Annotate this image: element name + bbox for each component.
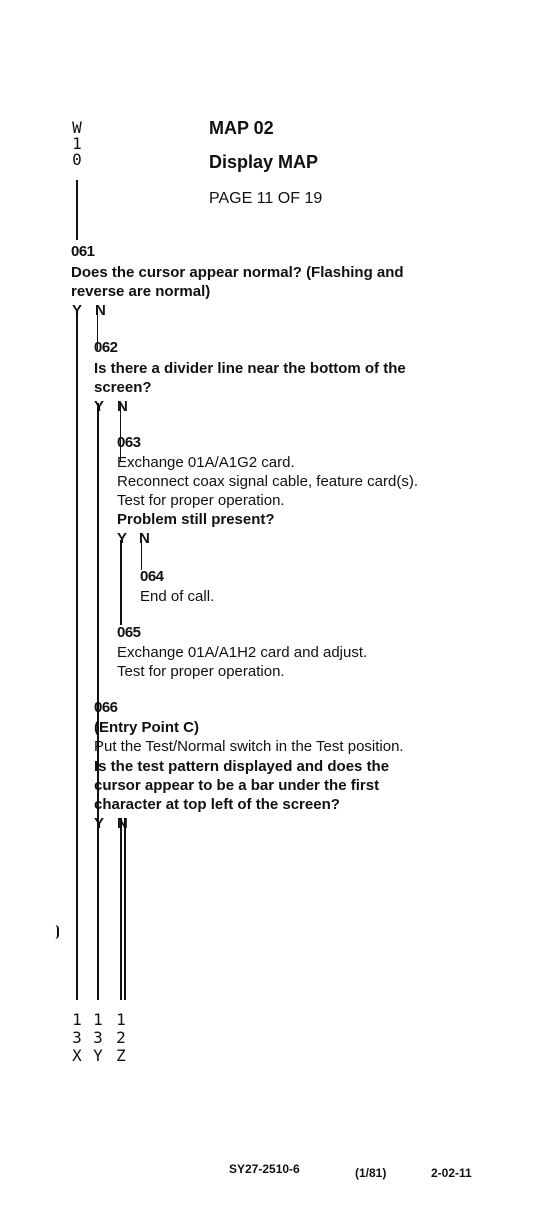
step-number: 063 [117,434,141,451]
exit-connector-char: X [72,1046,82,1065]
exit-connector-char: Z [116,1046,126,1065]
exit-connector-char: 1 [72,1010,82,1029]
flow-line-063-yes [120,540,122,625]
exit-connector-char: 1 [93,1010,103,1029]
step-question: reverse are normal) [71,283,211,300]
page-number: 2-02-11 [431,1166,472,1180]
exit-connector-char: 1 [116,1010,126,1029]
step-question: Is the test pattern displayed and does t… [94,758,390,775]
step-question: Is there a divider line near the bottom … [94,360,406,377]
flow-line-entry [76,180,78,240]
step-number: 065 [117,624,141,641]
flow-line-061-yes [76,310,78,1000]
exit-connector-char: Y [93,1046,103,1065]
step-question: character at top left of the screen? [94,796,340,813]
step-action: End of call. [140,588,215,605]
no-label: N [95,302,106,319]
step-action: Exchange 01A/A1G2 card. [117,454,295,471]
margin-mark [55,925,59,939]
step-question: screen? [94,379,152,396]
entry-connector-char: 1 [72,134,82,153]
page-label: PAGE 11 OF 19 [209,190,323,207]
no-label: N [117,398,128,415]
entry-connector-char: 0 [72,150,82,169]
no-label: N [139,530,150,547]
yes-label: Y [117,530,128,547]
step-action: Reconnect coax signal cable, feature car… [117,473,418,490]
flow-line-063-no [141,540,142,570]
step-action: Test for proper operation. [117,663,285,680]
exit-connector-char: 3 [93,1028,103,1047]
step-action: Put the Test/Normal switch in the Test p… [94,738,404,755]
doc-number: SY27-2510-6 [229,1162,300,1176]
flow-line-066-no [124,818,126,1000]
yes-label: Y [94,815,105,832]
step-action: Test for proper operation. [117,492,285,509]
flow-line-061-no [97,310,98,350]
exit-connector-char: 3 [72,1028,82,1047]
exit-connector-char: 2 [116,1028,126,1047]
no-label: N [117,815,128,832]
flow-line-062-no [120,403,121,461]
step-number: 064 [140,568,164,585]
map-title: MAP 02 [209,118,274,138]
step-number: 062 [94,339,118,356]
map-name: Display MAP [209,152,319,172]
entry-connector-char: W [72,118,82,137]
yes-label: Y [94,398,105,415]
flow-line-066-yes [120,818,122,1000]
step-action: Exchange 01A/A1H2 card and adjust. [117,644,368,661]
step-question: Problem still present? [117,511,275,528]
step-question: cursor appear to be a bar under the firs… [94,777,380,794]
doc-date: (1/81) [355,1166,387,1180]
step-question: Does the cursor appear normal? (Flashing… [71,264,404,281]
yes-label: Y [72,302,83,319]
step-number: 066 [94,699,118,716]
step-number: 061 [71,243,95,260]
flow-line-062-yes [97,403,99,1000]
entry-point-label: (Entry Point C) [94,719,199,736]
